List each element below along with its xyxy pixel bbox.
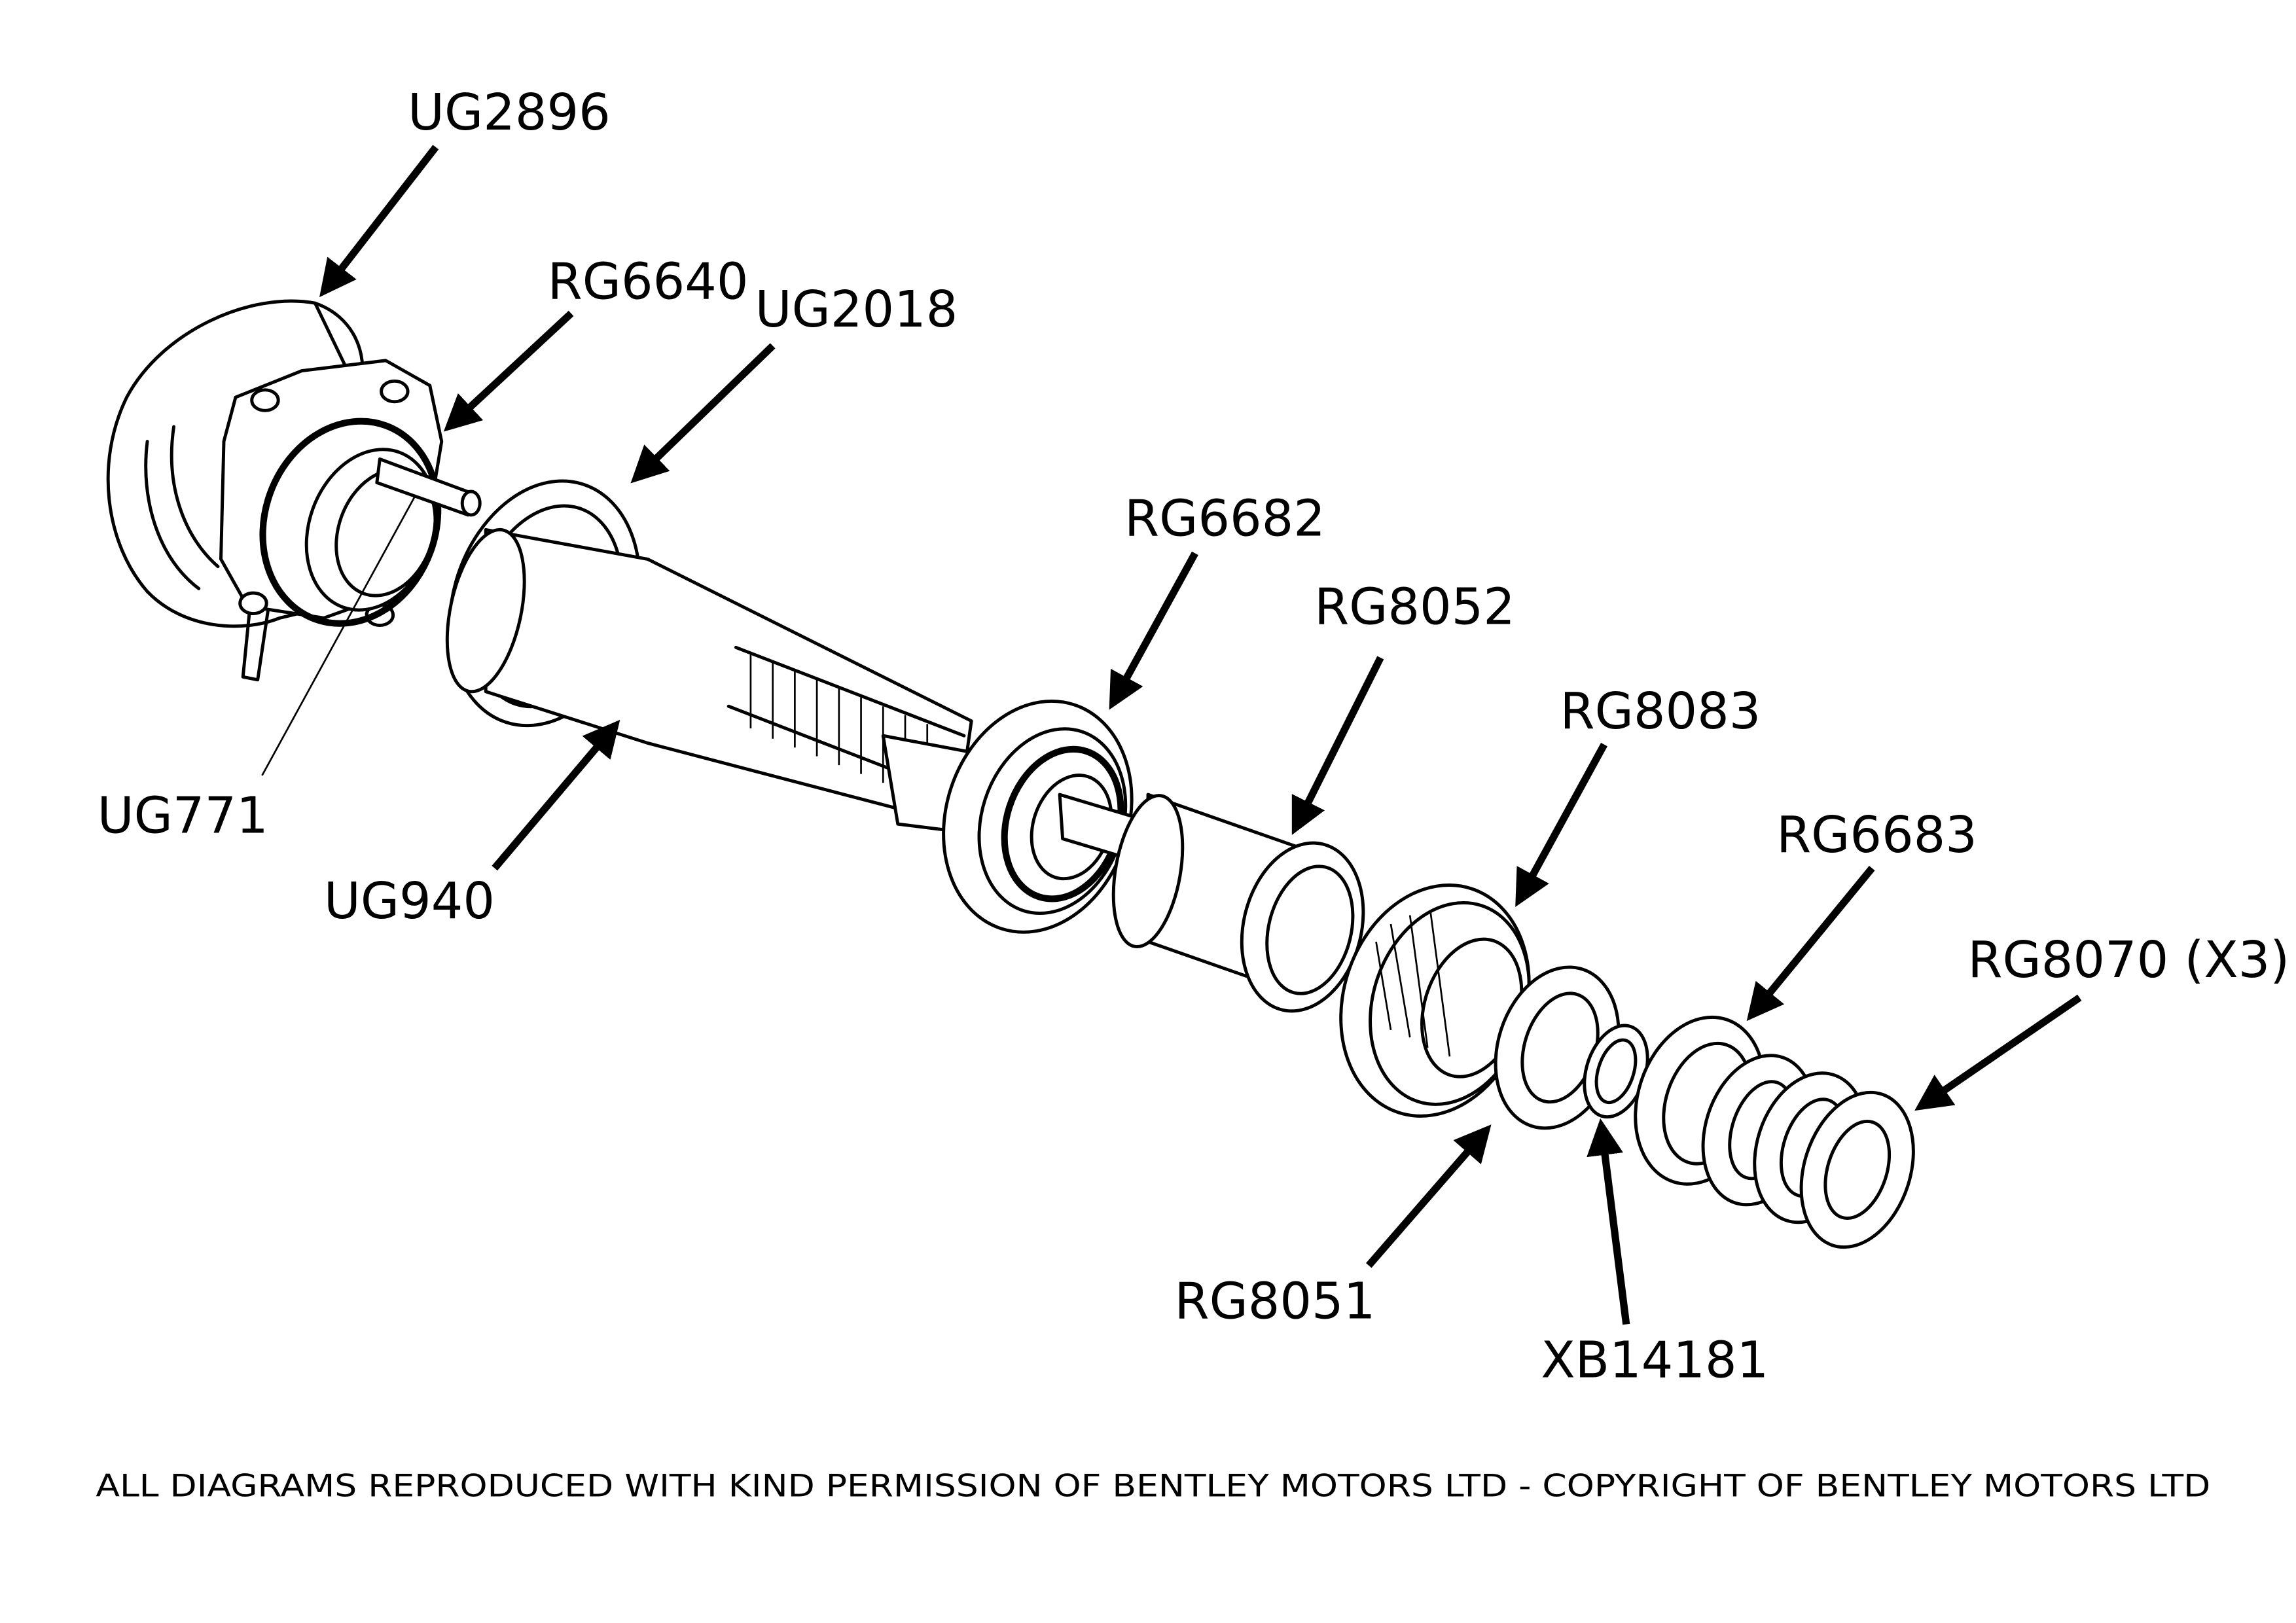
label-rg6683: RG6683 (1776, 806, 1977, 865)
arrow-rg8070 (1914, 994, 2082, 1111)
label-xb14181: XB14181 (1541, 1332, 1768, 1390)
label-rg8083: RG8083 (1560, 683, 1761, 741)
arrow-xb14181 (1587, 1118, 1630, 1325)
label-rg8052: RG8052 (1314, 578, 1515, 636)
arrow-rg6682 (1109, 551, 1198, 710)
label-rg6640: RG6640 (548, 253, 749, 311)
arrow-rg8052 (1291, 656, 1384, 835)
copyright-footer: ALL DIAGRAMS REPRODUCED WITH KIND PERMIS… (96, 1469, 2210, 1505)
part-labels: UG2896 RG6640 UG2018 UG771 UG940 RG6682 … (98, 84, 2290, 1390)
part-ug771-pin (375, 457, 482, 517)
arrow-rg6640 (443, 310, 574, 432)
label-rg8051: RG8051 (1174, 1273, 1375, 1331)
label-ug940: UG940 (324, 872, 495, 931)
label-ug2896: UG2896 (408, 84, 611, 142)
part-rg8070-washers (1701, 1054, 1915, 1249)
part-rg6682-bearing (942, 699, 1138, 934)
arrow-ug940 (492, 719, 620, 871)
label-rg8070: RG8070 (X3) (1967, 931, 2289, 990)
part-ug940-shaft (445, 527, 1032, 841)
arrow-ug2896 (319, 145, 439, 298)
label-ug2018: UG2018 (755, 281, 958, 339)
arrow-ug2018 (630, 343, 776, 484)
part-rg8052-sleeve (1111, 793, 1365, 1013)
arrow-rg6683 (1746, 865, 1875, 1022)
part-xb14181-circlip (1583, 1024, 1649, 1119)
arrow-rg8083 (1515, 742, 1607, 907)
parts-illustration (106, 299, 1915, 1249)
callout-arrows (261, 145, 2082, 1325)
label-ug771: UG771 (98, 787, 268, 846)
label-rg6682: RG6682 (1124, 490, 1325, 548)
arrow-rg8051 (1366, 1124, 1492, 1268)
leader-ug771 (261, 495, 416, 776)
